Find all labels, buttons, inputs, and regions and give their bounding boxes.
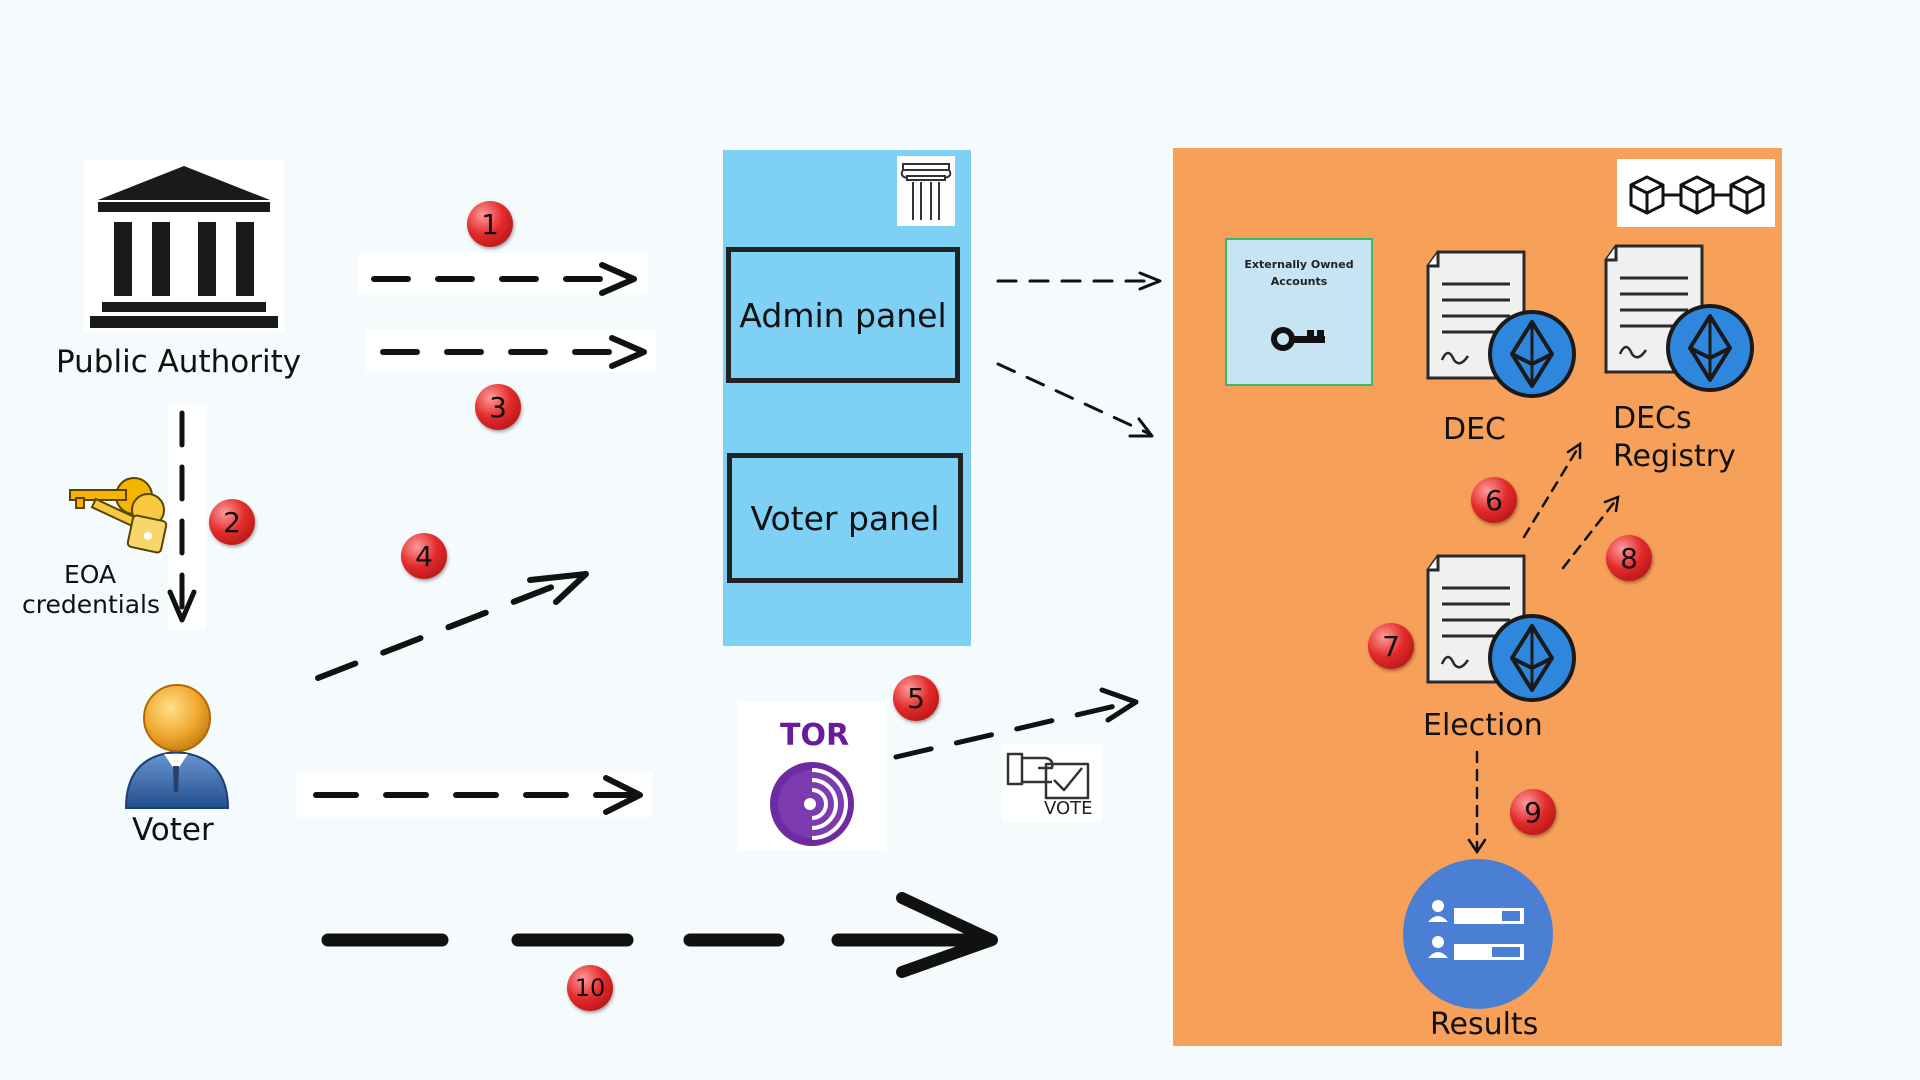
key-icon	[1271, 327, 1325, 351]
step-badge-9: 9	[1510, 789, 1556, 835]
step-badge-1: 1	[467, 201, 513, 247]
step-badge-8: 8	[1606, 535, 1652, 581]
eoa-card-label-line1: Externally Owned	[1244, 258, 1354, 271]
election-contract-icon	[1426, 554, 1576, 702]
decs-registry-contract-icon	[1604, 244, 1754, 392]
bank-icon	[90, 166, 278, 328]
tor-onion-icon	[770, 762, 854, 846]
results-list-icon	[1403, 859, 1553, 1009]
step-badge-3: 3	[475, 384, 521, 430]
arrow-8	[1561, 495, 1620, 570]
decs-registry-label-line1: DECs	[1613, 401, 1692, 436]
step-badge-6: 6	[1471, 477, 1517, 523]
blockchain-cubes-icon	[1617, 159, 1775, 227]
results-label: Results	[1430, 1007, 1539, 1042]
user-avatar-icon	[124, 684, 230, 809]
eoa-label-line2: credentials	[22, 590, 160, 619]
step-badge-4: 4	[401, 533, 447, 579]
dec-label: DEC	[1443, 412, 1507, 447]
voter-panel-button[interactable]: Voter panel	[727, 453, 963, 583]
vote-label: VOTE	[1044, 798, 1093, 819]
public-authority-label: Public Authority	[56, 344, 302, 380]
arrow-1	[371, 262, 637, 296]
ballot-vote-node: VOTE	[1002, 744, 1102, 822]
arrow-6	[1522, 441, 1582, 539]
step-badge-2: 2	[209, 499, 255, 545]
arrow-9	[1467, 750, 1487, 855]
election-label: Election	[1423, 708, 1543, 743]
ethereum-icon	[1488, 310, 1576, 398]
keys-icon	[69, 477, 168, 554]
ballot-vote-icon	[1006, 752, 1090, 800]
tor-label: TOR	[780, 718, 850, 753]
admin-panel-button[interactable]: Admin panel	[726, 247, 960, 383]
ethereum-icon	[1488, 614, 1576, 702]
arrow-voter-to-tor	[313, 775, 643, 815]
arrow-4	[315, 571, 589, 681]
arrow-5	[893, 687, 1139, 760]
eoa-label-line1: EOA	[64, 560, 117, 589]
ethereum-icon	[1666, 304, 1754, 392]
eoa-card: Externally Owned Accounts	[1225, 238, 1373, 386]
arrow-10	[321, 892, 998, 978]
step-badge-10: 10	[567, 965, 613, 1011]
tor-node: TOR	[738, 702, 886, 850]
arrow-2	[167, 410, 197, 623]
decs-registry-label-line2: Registry	[1613, 439, 1736, 474]
eoa-card-label-line2: Accounts	[1270, 275, 1328, 288]
dec-contract-icon	[1426, 250, 1576, 398]
step-badge-5: 5	[893, 675, 939, 721]
step-badge-7: 7	[1368, 623, 1414, 669]
arrow-3	[380, 335, 647, 369]
public-authority-actor	[84, 160, 284, 332]
pillar-icon	[897, 156, 955, 226]
arrow-admin-to-contracts	[996, 362, 1154, 438]
voter-label: Voter	[132, 812, 214, 848]
arrow-admin-to-eoa	[996, 271, 1162, 291]
